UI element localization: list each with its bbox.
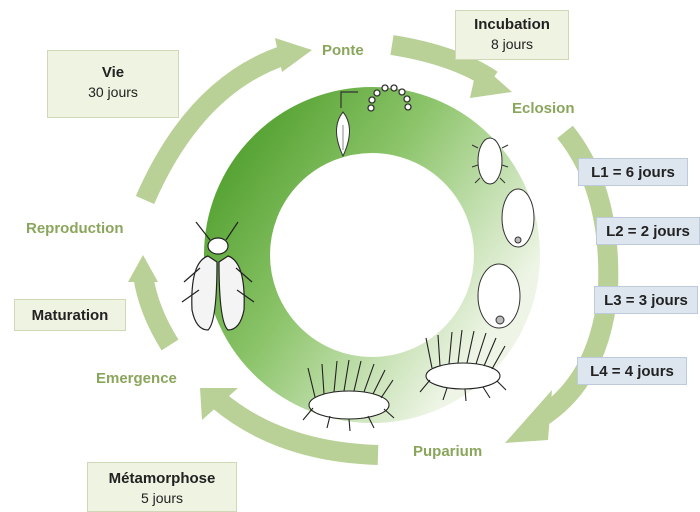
stage-reproduction: Reproduction — [26, 220, 124, 237]
maturation-title: Maturation — [15, 307, 125, 324]
stage-ponte: Ponte — [322, 42, 364, 59]
maturation-box: Maturation — [14, 299, 126, 331]
stage-emergence: Emergence — [96, 370, 177, 387]
larval-stage-l4-box: L4 = 4 jours — [577, 357, 687, 385]
larval-stage-l2-label: L2 = 2 jours — [597, 223, 699, 240]
larval-stage-l4-label: L4 = 4 jours — [578, 363, 686, 380]
larval-stage-l3-box: L3 = 3 jours — [594, 286, 698, 314]
metamorphose-duration: 5 jours — [88, 490, 236, 506]
larval-stage-l1-label: L1 = 6 jours — [579, 164, 687, 181]
incubation-title: Incubation — [456, 16, 568, 33]
arrowhead-puparium — [505, 390, 552, 443]
vie-duration: 30 jours — [48, 84, 178, 100]
metamorphose-title: Métamorphose — [88, 470, 236, 487]
larval-stage-l2-box: L2 = 2 jours — [596, 217, 700, 245]
cycle-ring — [237, 120, 507, 390]
stage-puparium: Puparium — [413, 443, 482, 460]
arrow-emergence-reproduction — [143, 275, 170, 345]
incubation-duration: 8 jours — [456, 36, 568, 52]
larva-l2-illustration — [502, 189, 534, 247]
larval-stage-l1-box: L1 = 6 jours — [578, 158, 688, 186]
vie-box: Vie 30 jours — [47, 50, 179, 118]
incubation-box: Incubation 8 jours — [455, 10, 569, 60]
larval-stage-l3-label: L3 = 3 jours — [595, 292, 697, 309]
metamorphose-box: Métamorphose 5 jours — [87, 462, 237, 512]
larva-l3-illustration — [478, 264, 520, 328]
stage-eclosion: Eclosion — [512, 100, 575, 117]
arrowhead-reproduction — [128, 255, 158, 282]
vie-title: Vie — [48, 64, 178, 81]
